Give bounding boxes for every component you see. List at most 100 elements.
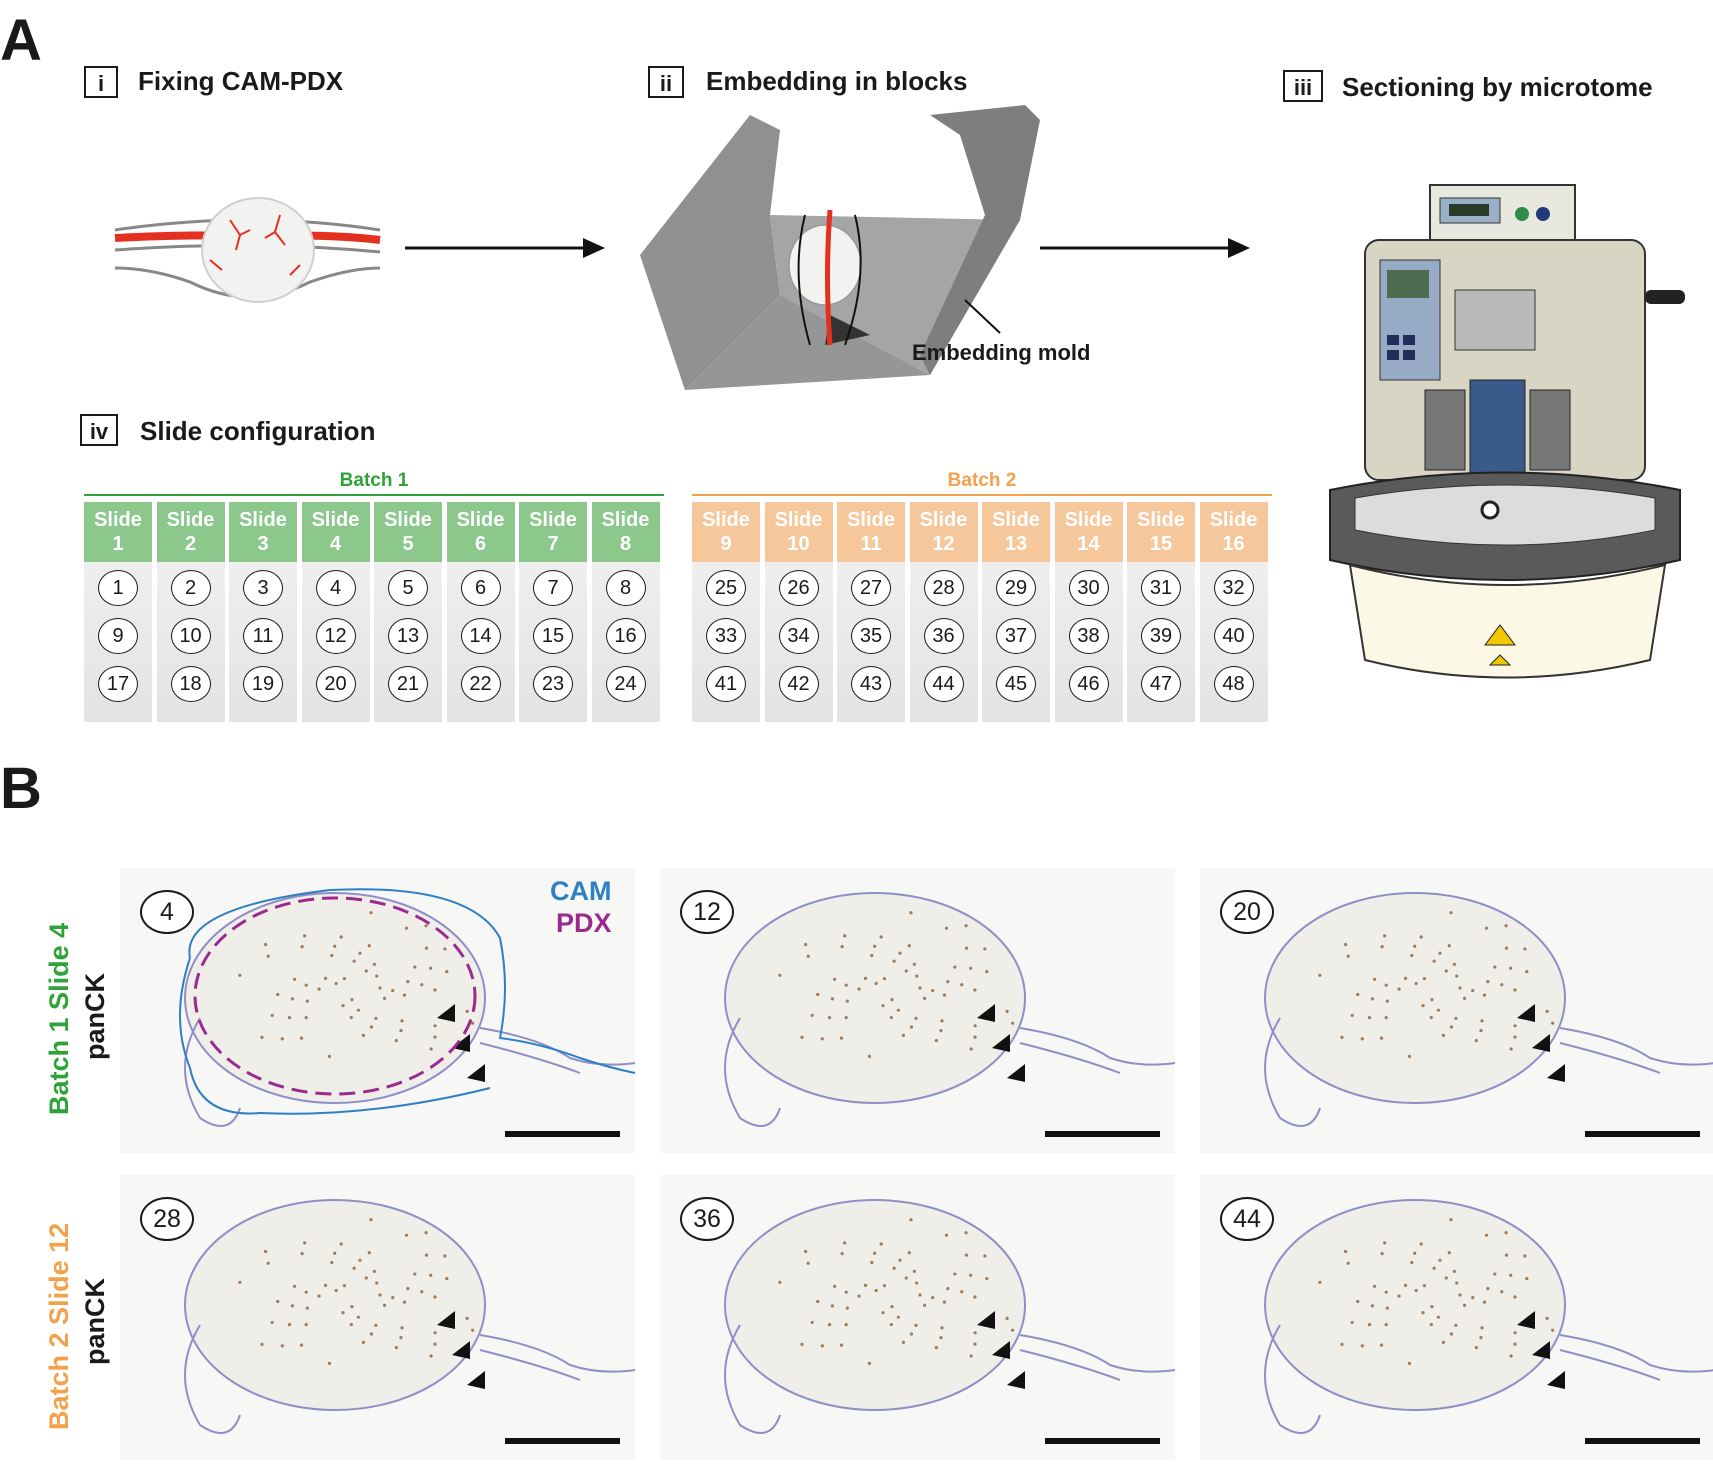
section-number: 33 [706, 618, 746, 654]
scale-bar [505, 1438, 620, 1444]
slide-header-number: 5 [402, 533, 414, 555]
section-number: 13 [388, 618, 428, 654]
arrowhead-icon [1007, 1371, 1025, 1389]
row-1-slide: Slide 4 [44, 922, 74, 1010]
section-number: 6 [460, 570, 501, 606]
section-number: 42 [778, 666, 819, 702]
slide-header-name: Slide [239, 509, 287, 531]
section-number: 46 [1068, 666, 1109, 702]
slide-header-name: Slide [166, 509, 215, 531]
tissue-section-icon [1264, 1199, 1713, 1434]
section-number: 27 [851, 570, 891, 606]
scale-bar [505, 1131, 620, 1137]
section-number: 9 [98, 618, 138, 654]
slide-header-number: 1 [112, 533, 124, 555]
arrowhead-icon [992, 1341, 1010, 1359]
section-image: 12 [660, 868, 1176, 1153]
slide-header-name: Slide [1137, 509, 1185, 531]
batch-2-bracket [692, 494, 1272, 496]
section-number-badge: 4 [140, 890, 194, 934]
section-number: 4 [315, 570, 356, 606]
step-iv-title: Slide configuration [140, 416, 376, 446]
section-number: 10 [170, 618, 211, 654]
section-number: 24 [605, 666, 646, 702]
section-image: 4 [120, 868, 636, 1153]
arrowhead-icon [977, 1311, 995, 1329]
row-1-batch: Batch 1 [44, 1017, 74, 1115]
step-iv-box: iv [80, 414, 118, 446]
slide-header-number: 3 [257, 533, 269, 555]
section-number: 37 [996, 618, 1036, 654]
slide-header-name: Slide [94, 509, 142, 531]
tissue-section-icon [724, 892, 1176, 1127]
arrow-right-icon [1040, 238, 1250, 258]
slide-header-number: 4 [329, 533, 342, 555]
row-2-batch: Batch 2 [44, 1332, 74, 1430]
arrowhead-icon [467, 1064, 485, 1082]
slide-header-number: 2 [184, 533, 197, 555]
slide-header-name: Slide [529, 509, 577, 531]
tissue-section-icon [184, 1199, 636, 1434]
slide-header-number: 15 [1149, 533, 1173, 555]
arrowhead-icon [1517, 1311, 1535, 1329]
scale-bar [1585, 1438, 1700, 1444]
step-i-title: Fixing CAM-PDX [138, 66, 344, 96]
batch-2-title: Batch 2 [947, 470, 1017, 491]
slide-header-number: 14 [1077, 533, 1100, 555]
batch-1-title: Batch 1 [339, 470, 409, 491]
microtome-illustration [1329, 184, 1685, 679]
section-number: 44 [923, 666, 964, 702]
section-number: 22 [460, 666, 501, 702]
section-number: 41 [706, 666, 746, 702]
scale-bar [1045, 1131, 1160, 1137]
scale-bar [1045, 1438, 1160, 1444]
step-ii-box: ii [648, 66, 684, 98]
slide-header-name: Slide [601, 509, 650, 531]
section-image: 44 [1200, 1175, 1713, 1460]
section-number-badge: 44 [1220, 1197, 1274, 1241]
row-2-label: Batch 2 Slide 12 [44, 1223, 75, 1430]
section-number: 34 [778, 618, 819, 654]
slide-header-number: 7 [547, 533, 559, 555]
slide-header-name: Slide [1209, 509, 1258, 531]
arrowhead-icon [437, 1311, 455, 1329]
slide-header-name: Slide [702, 509, 750, 531]
section-number: 1 [98, 570, 138, 606]
section-number: 21 [388, 666, 428, 702]
arrowhead-icon [1547, 1371, 1565, 1389]
arrow-right-icon [405, 238, 605, 258]
section-number: 29 [996, 570, 1036, 606]
section-number: 2 [170, 570, 211, 606]
slide-header-number: 8 [619, 533, 632, 555]
arrowhead-icon [992, 1034, 1010, 1052]
section-number: 11 [243, 618, 283, 654]
slide-header-number: 12 [932, 533, 955, 555]
section-number: 19 [243, 666, 283, 702]
section-number: 35 [851, 618, 891, 654]
section-number: 39 [1141, 618, 1181, 654]
section-number: 30 [1068, 570, 1109, 606]
section-number: 38 [1068, 618, 1109, 654]
section-image: 20 [1200, 868, 1713, 1153]
slide-header-name: Slide [456, 509, 505, 531]
batch-1-bracket [84, 494, 664, 496]
slide-header-number: 9 [720, 533, 732, 555]
